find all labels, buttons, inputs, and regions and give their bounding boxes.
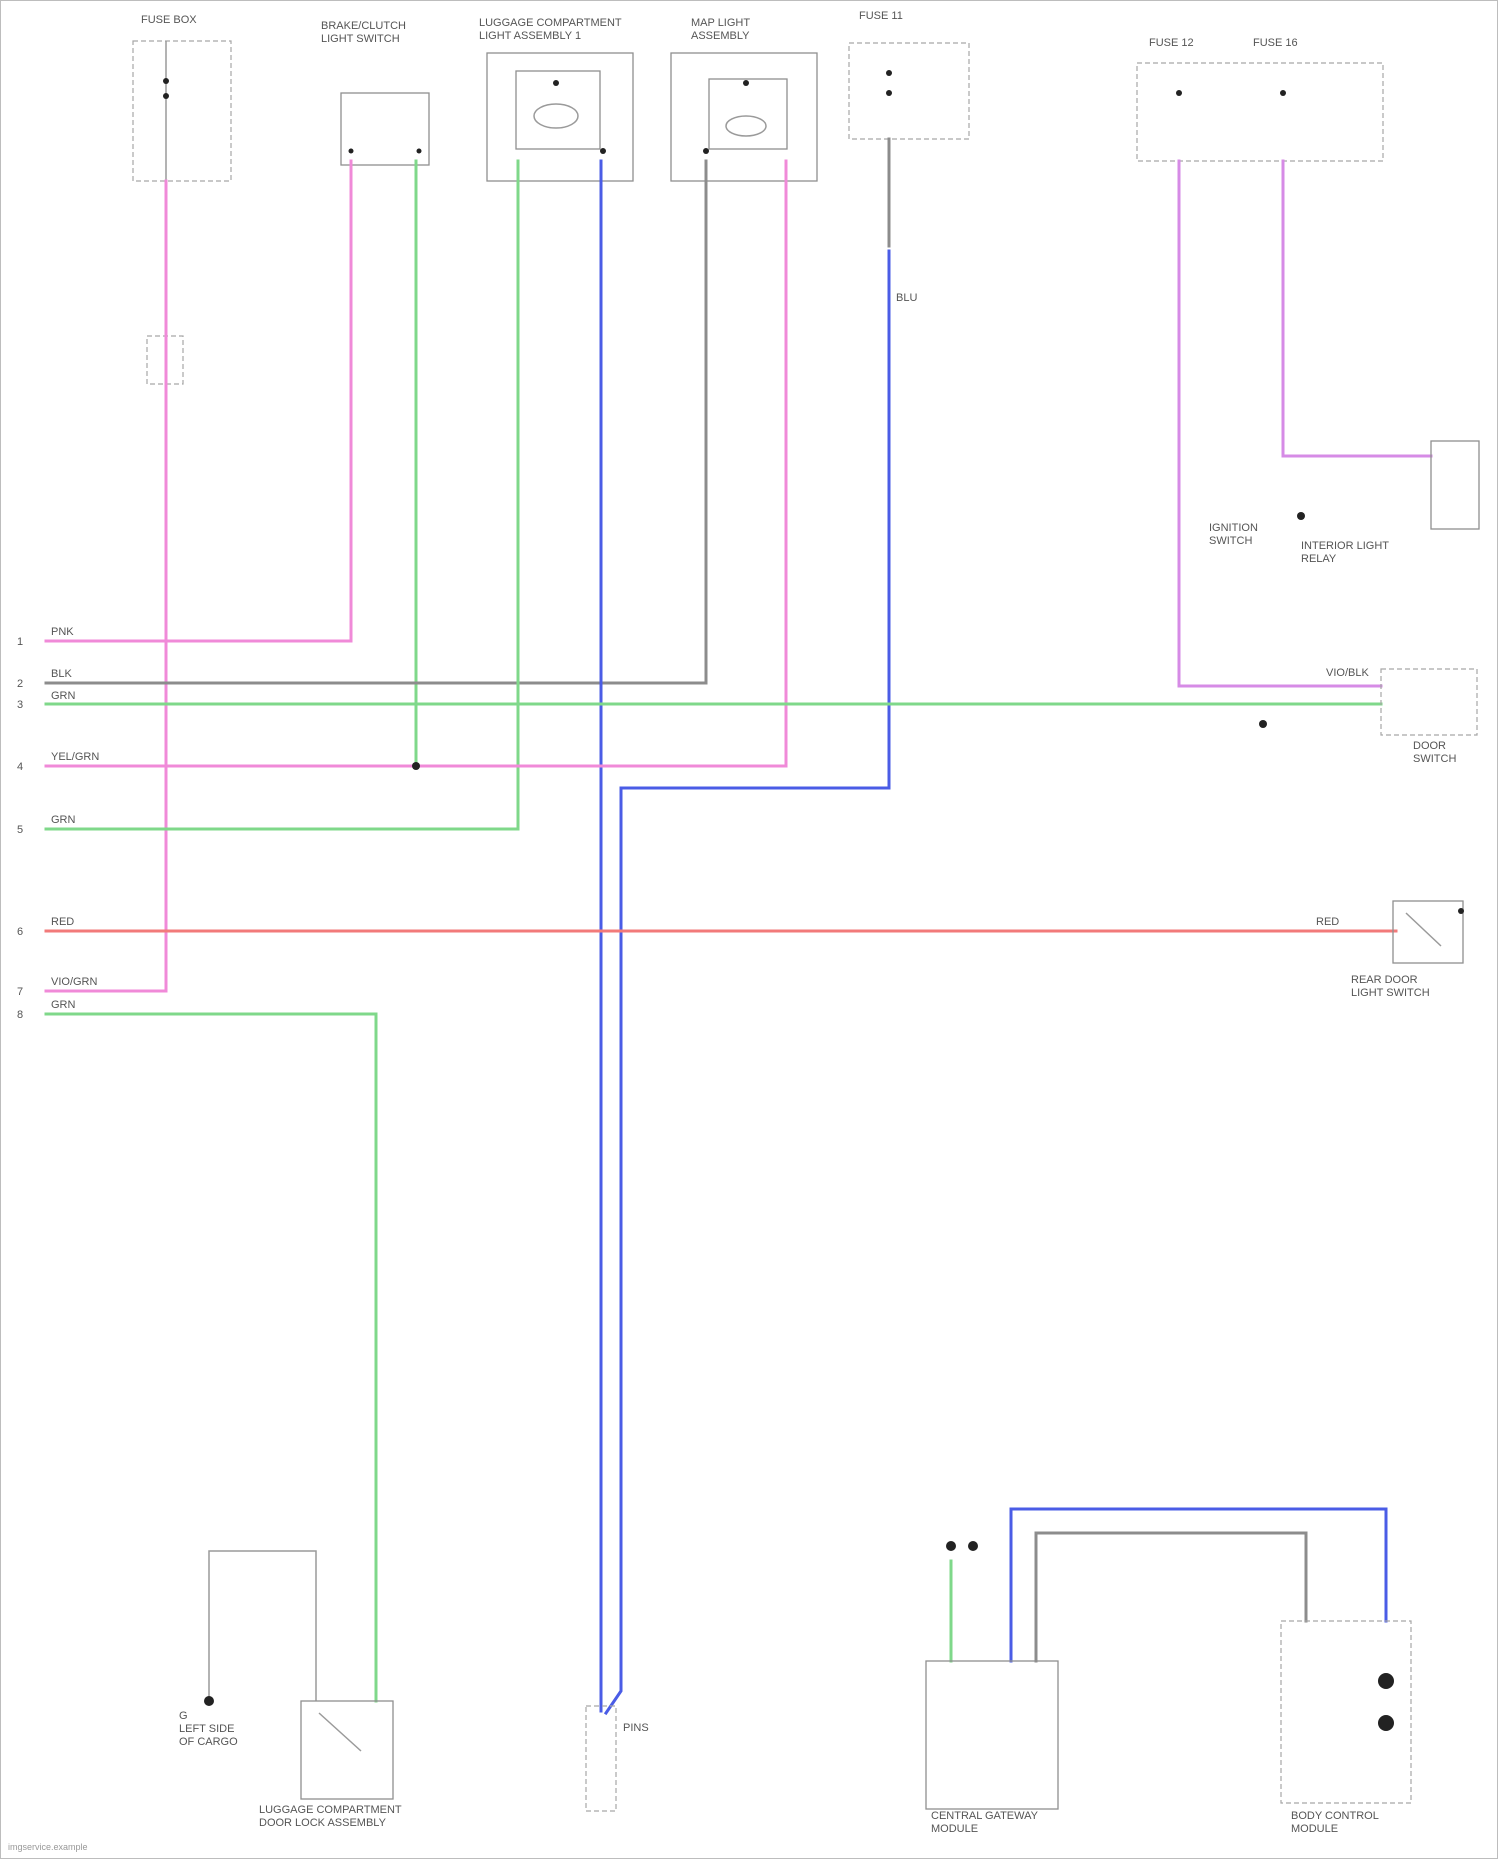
wire-blk xyxy=(46,161,706,683)
fuse-12-16-block: FUSE 12 FUSE 16 xyxy=(1137,37,1383,161)
wire-vio-right-b xyxy=(1283,161,1431,456)
row-number-5: 5 xyxy=(17,824,23,836)
row-number-8: 8 xyxy=(17,1009,23,1021)
wire-grn-trunk xyxy=(46,1014,376,1701)
label-pnk: PNK xyxy=(51,626,74,638)
footer-watermark: imgservice.example xyxy=(8,1842,88,1852)
wire-vio-right-a xyxy=(1179,161,1381,686)
fuse-12-label: FUSE 12 xyxy=(1149,37,1194,49)
junction-grn xyxy=(412,762,420,770)
label-grn-2: GRN xyxy=(51,814,76,826)
row-number-4: 4 xyxy=(17,761,23,773)
row-number-3: 3 xyxy=(17,699,23,711)
label-yel-grn: YEL/GRN xyxy=(51,751,99,763)
wire-vio-left xyxy=(46,181,166,991)
label-grn: GRN xyxy=(51,690,76,702)
label-grn-3: GRN xyxy=(51,999,76,1011)
row-numbers: 1 2 3 4 5 6 7 8 xyxy=(17,636,23,1021)
fuse-box-left: FUSE BOX xyxy=(133,14,231,181)
label-blk: BLK xyxy=(51,668,72,680)
label-vio-blk: VIO/BLK xyxy=(1326,667,1369,679)
row-number-1: 1 xyxy=(17,636,23,648)
junction-ign xyxy=(1297,512,1305,520)
label-vio-grn: VIO/GRN xyxy=(51,976,98,988)
connector-center-bottom: PINS xyxy=(586,1706,649,1811)
fuse-16-label: FUSE 16 xyxy=(1253,37,1298,49)
wire-labels: PNK BLK GRN YEL/GRN GRN RED VIO/GRN GRN … xyxy=(51,292,1369,1011)
junction-gateway-b xyxy=(968,1541,978,1551)
junction-gateway-a xyxy=(946,1541,956,1551)
junction-ground xyxy=(204,1696,214,1706)
label-red: RED xyxy=(51,916,74,928)
center-pins-label: PINS xyxy=(623,1722,649,1734)
row-number-7: 7 xyxy=(17,986,23,998)
wire-grn-cargo xyxy=(46,161,518,829)
row-number-6: 6 xyxy=(17,926,23,938)
label-blu: BLU xyxy=(896,292,917,304)
wire-ground-bottom xyxy=(209,1551,316,1701)
junction-right xyxy=(1259,720,1267,728)
label-red-right: RED xyxy=(1316,916,1339,928)
wires xyxy=(46,139,1431,1713)
wire-blu-fuse xyxy=(606,251,889,1713)
fuse-box-left-label: FUSE BOX xyxy=(141,14,197,26)
fuse-11: FUSE 11 xyxy=(849,10,969,139)
wire-pnk xyxy=(46,161,351,641)
wire-gray-loop xyxy=(1036,1533,1306,1661)
fuse-11-label: FUSE 11 xyxy=(859,10,903,22)
row-number-2: 2 xyxy=(17,678,23,690)
